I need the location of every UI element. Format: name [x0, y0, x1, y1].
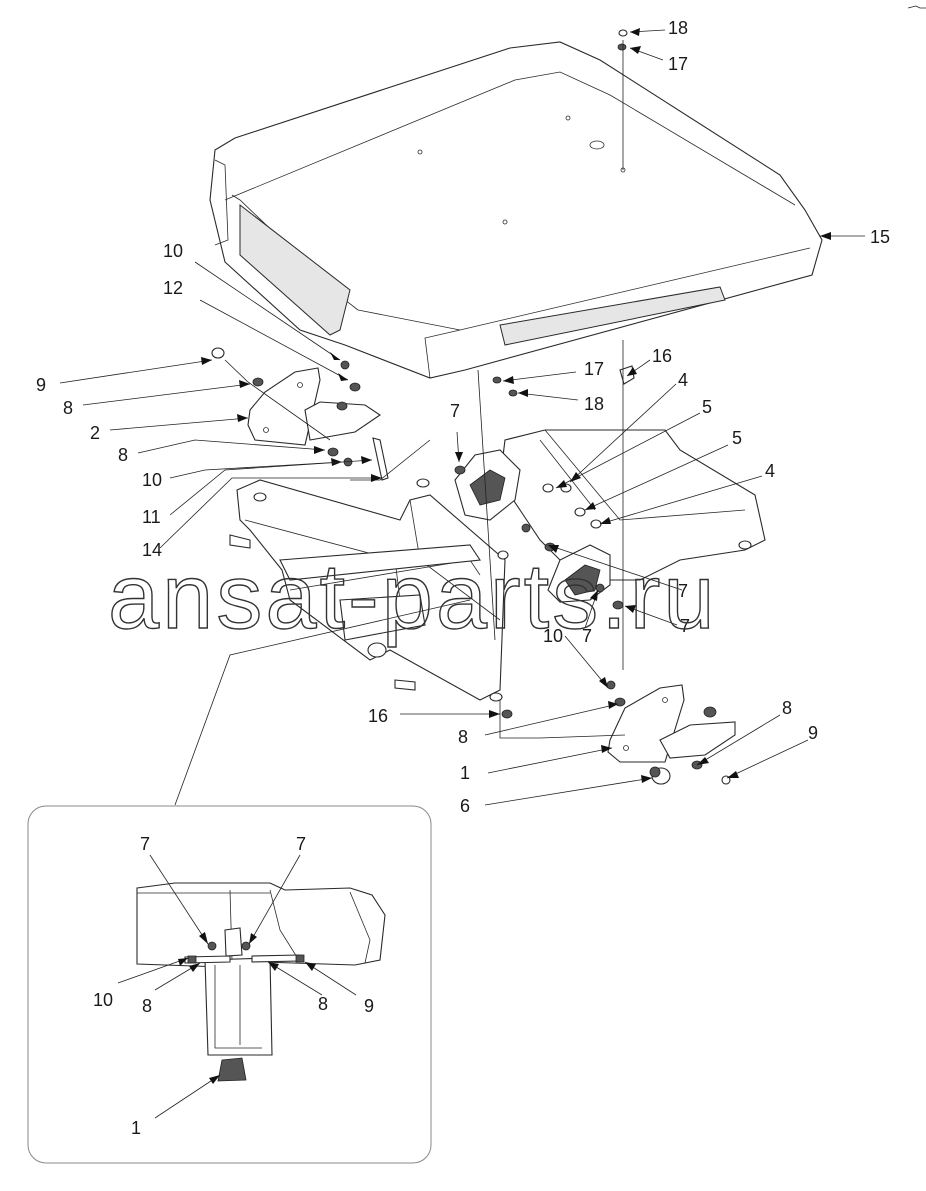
callout-8-left: 8: [63, 398, 73, 418]
inset-callout-8-right: 8: [318, 994, 328, 1014]
callout-16-top: 16: [652, 346, 672, 366]
callout-16-bottom: 16: [368, 706, 388, 726]
callout-1: 1: [460, 763, 470, 783]
callout-4-lower: 4: [765, 461, 775, 481]
inset-callout-9: 9: [364, 996, 374, 1016]
inset-detail-view: 7 7 10 8 8 9 1: [27, 805, 432, 1164]
callout-17-mid: 17: [584, 359, 604, 379]
callout-11: 11: [142, 507, 161, 527]
watermark-text: ansat-parts.ru: [108, 546, 718, 648]
callout-9-left: 9: [36, 375, 46, 395]
part-6-knob: [649, 766, 671, 785]
callout-7-right: 7: [678, 581, 688, 601]
callout-8-right: 8: [782, 698, 792, 718]
callout-7-bottom: 7: [582, 626, 592, 646]
inset-callout-10: 10: [93, 990, 113, 1010]
callout-15: 15: [870, 227, 890, 247]
chassis-tray: [454, 429, 766, 603]
callout-18-top: 18: [668, 18, 688, 38]
leader-lines: [59, 28, 865, 806]
left-bracket: [304, 401, 381, 441]
callout-10-upper: 10: [163, 241, 183, 261]
corner-mark: [907, 5, 926, 9]
callout-9-right: 9: [808, 723, 818, 743]
callout-12: 12: [163, 278, 183, 298]
support-frame: [229, 478, 509, 702]
callout-2: 2: [90, 423, 100, 443]
left-plate-2: [247, 367, 321, 446]
callout-18-mid: 18: [584, 394, 604, 414]
callout-17-top: 17: [668, 54, 688, 74]
callout-14: 14: [142, 540, 162, 560]
inset-callout-1: 1: [131, 1118, 141, 1138]
hood-cover: [209, 41, 823, 379]
callout-labels: 18 17 15 10 12 9 8 2 8 10 11 14 7 17 18 …: [36, 18, 890, 816]
callout-10-right: 10: [543, 626, 563, 646]
inset-callout-8-left: 8: [142, 996, 152, 1016]
callout-7-right-lower: 7: [680, 616, 690, 636]
inset-callout-7-left: 7: [140, 834, 150, 854]
callout-8-left-lower: 8: [118, 445, 128, 465]
callout-7-center: 7: [450, 401, 460, 421]
callout-6: 6: [460, 796, 470, 816]
callout-5-lower: 5: [732, 428, 742, 448]
right-bracket: [659, 706, 736, 759]
assembly-axis-lines: [174, 40, 626, 806]
callout-4-upper: 4: [678, 370, 688, 390]
callout-8-bottom: 8: [458, 727, 468, 747]
callout-5-upper: 5: [702, 397, 712, 417]
callout-10-left: 10: [142, 470, 162, 490]
inset-callout-7-right: 7: [296, 834, 306, 854]
